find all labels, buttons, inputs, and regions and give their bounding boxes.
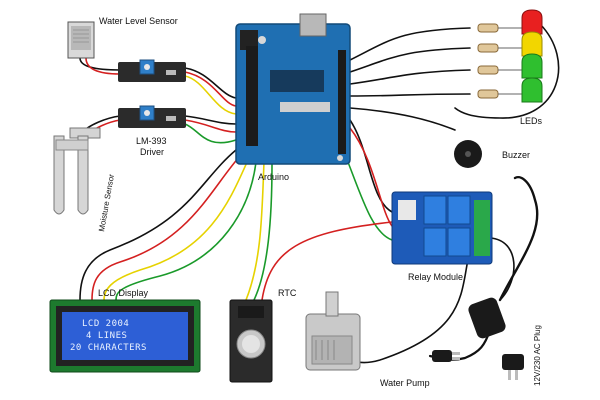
- wires: [79, 23, 560, 364]
- lm393-driver-top: [118, 59, 186, 82]
- ac-plug: [432, 297, 524, 380]
- wire-drv1-ard-2: [184, 71, 237, 107]
- lm393-label-line2: Driver: [140, 147, 164, 157]
- wire-wls-1: [79, 57, 121, 71]
- moisture-sensor-label: Moisture Sensor: [97, 173, 116, 232]
- lcd-display: [49, 299, 201, 373]
- lcd-line-2: 4 LINES: [86, 331, 127, 341]
- wire-ard-buzzer: [349, 107, 456, 131]
- arduino-label: Arduino: [258, 172, 289, 182]
- wire-plug-cable: [498, 176, 539, 302]
- lcd-display-label: LCD Display: [98, 288, 149, 298]
- water-pump-label: Water Pump: [380, 378, 430, 388]
- moisture-sensor: [53, 127, 101, 215]
- wire-drv1-ard-3: [184, 75, 237, 115]
- rtc-module: [229, 299, 273, 383]
- led-yellow: [521, 31, 543, 57]
- water-level-sensor-label: Water Level Sensor: [99, 16, 178, 26]
- wire-ard-lcd-2: [91, 155, 241, 301]
- wire-ard-lcd-3: [103, 159, 249, 301]
- wire-ard-led2: [349, 47, 471, 73]
- wire-ard-rtc-1: [245, 161, 265, 301]
- buzzer: [454, 140, 482, 168]
- lcd-line-3: 20 CHARACTERS: [70, 343, 147, 353]
- wire-rtc-relay: [261, 221, 393, 301]
- wire-drv2-ard-1: [184, 115, 237, 125]
- wire-ard-led4: [349, 93, 471, 97]
- resistor-4: [477, 89, 499, 99]
- relay-module-label: Relay Module: [408, 272, 463, 282]
- wire-ard-led1: [349, 27, 471, 61]
- wire-ard-relay-1: [349, 119, 393, 213]
- wire-wls-2: [85, 57, 121, 75]
- led-green-2: [521, 77, 543, 103]
- wire-drv2-ard-2: [184, 119, 237, 133]
- led-bank: [477, 9, 543, 103]
- wire-relay-plug: [489, 237, 515, 301]
- lcd-line-1: LCD 2004: [82, 319, 129, 329]
- wire-ard-led3: [349, 69, 471, 85]
- water-pump: [305, 291, 361, 371]
- wire-ard-lcd-4: [115, 161, 257, 301]
- water-level-sensor: [67, 21, 95, 59]
- lm393-driver-bottom: [118, 105, 186, 128]
- led-green-1: [521, 53, 543, 79]
- resistor-3: [477, 65, 499, 75]
- buzzer-label: Buzzer: [502, 150, 530, 160]
- wire-ard-lcd-1: [79, 149, 237, 301]
- wire-drv2-ard-3: [184, 123, 237, 144]
- wire-ard-relay-2: [349, 127, 393, 227]
- arduino-board: [235, 13, 351, 165]
- wire-ard-rtc-2: [253, 163, 273, 301]
- leds-label: LEDs: [520, 116, 543, 126]
- resistor-1: [477, 23, 499, 33]
- wire-drv1-ard-1: [184, 67, 237, 99]
- relay-module: [391, 191, 493, 265]
- wire-led-common: [454, 23, 560, 119]
- lm393-label-line1: LM-393: [136, 136, 167, 146]
- resistor-2: [477, 43, 499, 53]
- led-red: [521, 9, 543, 35]
- rtc-label: RTC: [278, 288, 297, 298]
- ac-plug-label: 12V/230 AC Plug: [533, 325, 542, 386]
